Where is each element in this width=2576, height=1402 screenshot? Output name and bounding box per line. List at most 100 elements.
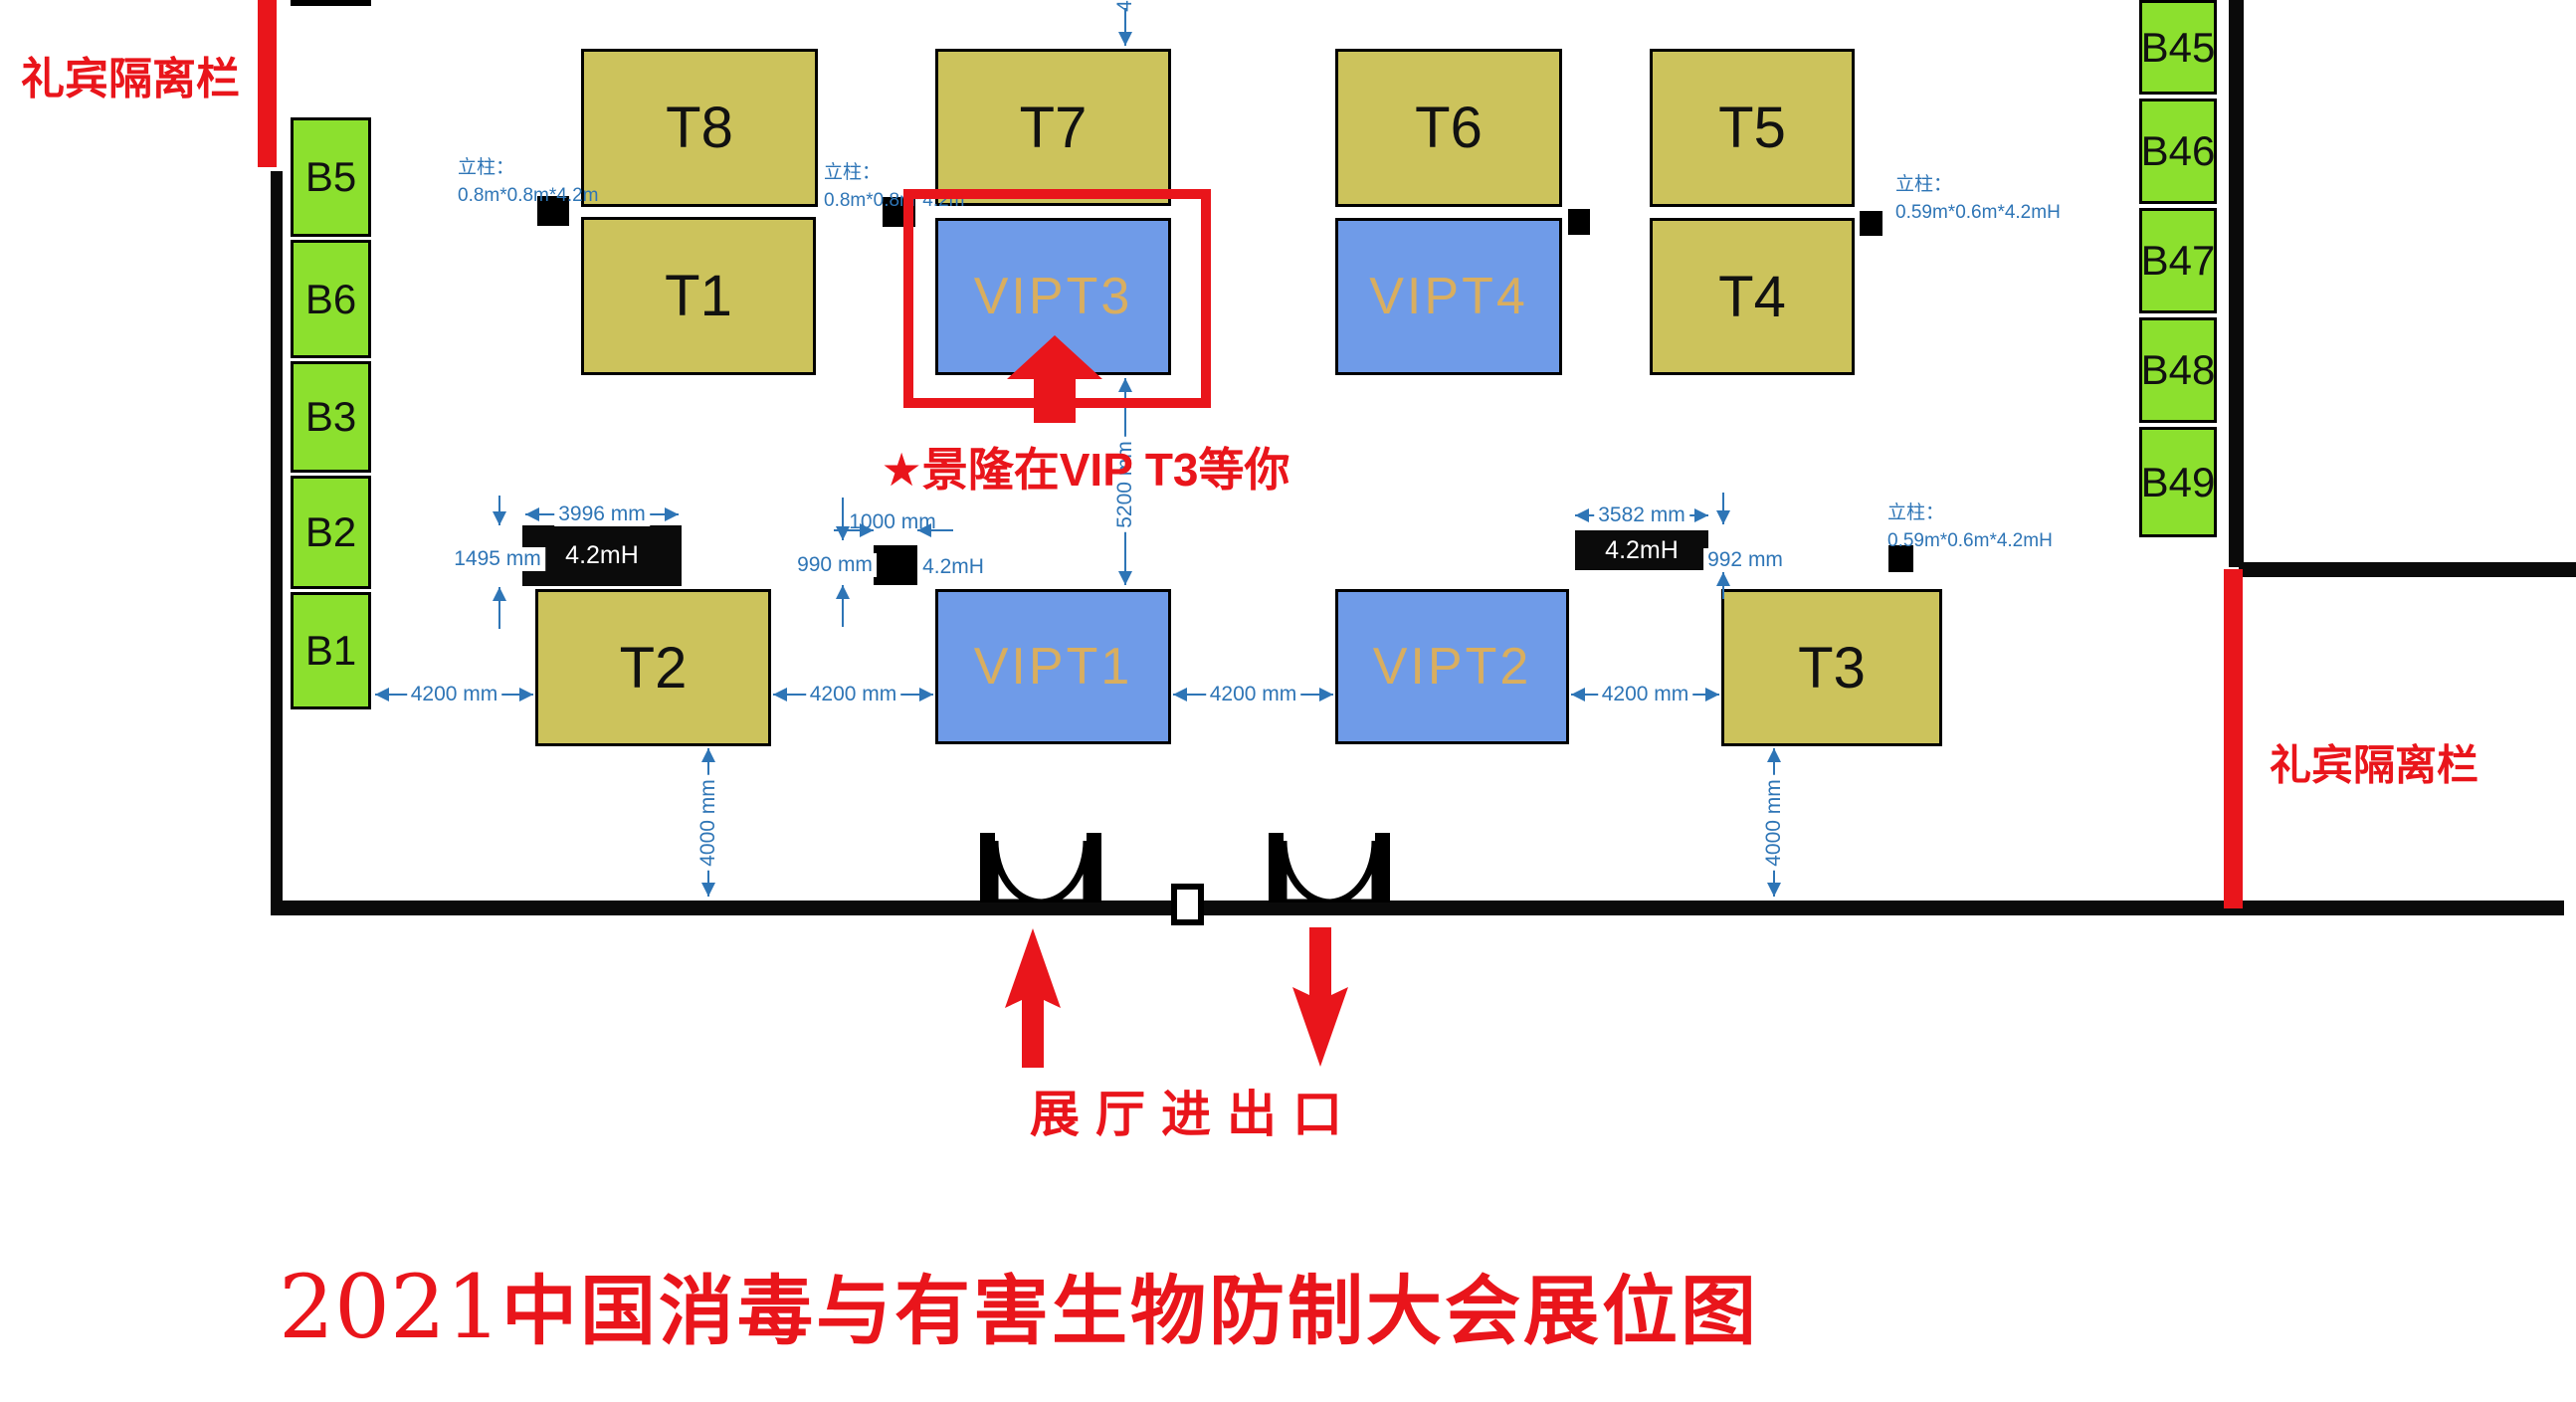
booth-label: B46 xyxy=(2140,127,2216,174)
dim-arrowhead xyxy=(1118,571,1132,585)
dim-line xyxy=(498,496,500,525)
booth-label: T2 xyxy=(619,635,688,701)
booth-label: T5 xyxy=(1718,96,1786,160)
booth-B49: B49 xyxy=(2139,427,2217,537)
booth-label: T4 xyxy=(1718,264,1786,329)
entrance-arrow-down-icon xyxy=(1292,927,1348,1067)
dim-label: 3996 mm xyxy=(554,502,650,526)
booth-T4: T4 xyxy=(1650,218,1855,375)
wall-bottom xyxy=(271,901,2564,915)
dim-arrowhead xyxy=(919,688,933,701)
booth-T8: T8 xyxy=(581,49,818,207)
booth-T1: T1 xyxy=(581,217,816,375)
booth-VIPT2: VIPT2 xyxy=(1335,589,1569,744)
dim-line xyxy=(1124,8,1126,46)
dim-arrowhead xyxy=(1694,508,1708,522)
dim-label: 4000 mm xyxy=(1762,775,1786,871)
dim-line xyxy=(917,529,953,531)
dim-line xyxy=(1722,493,1724,524)
booth-label: T3 xyxy=(1798,635,1866,701)
booth-label: T8 xyxy=(666,96,733,160)
booth-label: B49 xyxy=(2140,458,2216,505)
dim-arrowhead xyxy=(1173,688,1187,701)
dim-label: 4200 mm xyxy=(805,683,901,706)
dim-arrowhead xyxy=(1118,32,1132,46)
dim-arrowhead xyxy=(1319,688,1333,701)
dim-label: 4200 mm xyxy=(406,683,502,706)
barrier-label-right: 礼宾隔离栏 xyxy=(2269,741,2479,789)
dim-label: 4200 mm xyxy=(1597,683,1693,706)
promo-label: ★景隆在VIP T3等你 xyxy=(881,444,1290,496)
booth-label: VIPT3 xyxy=(973,268,1133,325)
booth-T3: T3 xyxy=(1721,589,1942,746)
pillar xyxy=(874,545,917,585)
dim-arrowhead xyxy=(493,587,506,601)
dim-arrowhead xyxy=(1705,688,1719,701)
booth-label: B45 xyxy=(2140,23,2216,71)
vipt3-pointer-arrow-icon xyxy=(1007,335,1102,423)
booth-label: B5 xyxy=(304,153,357,200)
dim-label: 4000 mm xyxy=(696,775,720,871)
entrance-arrow-up-icon xyxy=(1005,928,1061,1068)
title-main: 中国消毒与有害生物防制大会展位图 xyxy=(500,1270,1759,1354)
booth-label: VIPT1 xyxy=(973,638,1133,696)
booth-B45: B45 xyxy=(2139,0,2217,95)
booth-T5: T5 xyxy=(1650,49,1855,207)
booth-B47: B47 xyxy=(2139,208,2217,313)
pillar xyxy=(1860,211,1882,236)
door-right-icon xyxy=(1269,833,1390,902)
dim-arrowhead xyxy=(493,511,506,525)
dim-label: 1495 mm xyxy=(450,547,545,571)
door-center-post xyxy=(1171,884,1204,925)
pillar-note: 立柱： 0.59m*0.6m*4.2mH xyxy=(1887,502,2053,551)
dim-arrowhead xyxy=(665,507,679,521)
booth-label: B3 xyxy=(304,393,357,440)
booth-B6: B6 xyxy=(291,240,371,358)
booth-B5: B5 xyxy=(291,117,371,237)
wall-right-horizontal xyxy=(2239,562,2576,577)
dim-arrowhead xyxy=(917,523,931,537)
dim-arrowhead xyxy=(1716,510,1730,524)
pillar-note: 立柱： 0.8m*0.8m*4.2m xyxy=(458,157,599,206)
dim-label: 3582 mm xyxy=(1594,503,1689,527)
dim-arrowhead xyxy=(519,688,533,701)
booth-label: VIPT2 xyxy=(1372,638,1532,696)
barrier-bar-left xyxy=(258,0,277,167)
dim-arrowhead xyxy=(773,688,787,701)
booth-VIPT4: VIPT4 xyxy=(1335,218,1562,375)
dim-label: 4200 mm xyxy=(1205,683,1301,706)
booth-B3: B3 xyxy=(291,361,371,473)
dim-label: 992 mm xyxy=(1703,548,1787,572)
booth-label: B1 xyxy=(304,627,357,674)
booth-label: B48 xyxy=(2140,346,2216,393)
dim-arrowhead xyxy=(1571,688,1585,701)
dim-arrowhead xyxy=(1767,748,1781,762)
wall-right-vertical xyxy=(2229,0,2244,567)
dim-arrowhead xyxy=(836,585,850,599)
booth-B1: B1 xyxy=(291,592,371,709)
dim-label: 4.2mH xyxy=(918,555,988,579)
booth-label: T7 xyxy=(1019,95,1088,160)
wall-left xyxy=(271,171,283,915)
pillar xyxy=(1568,209,1590,235)
booth-B48: B48 xyxy=(2139,317,2217,423)
dim-arrowhead xyxy=(701,748,715,762)
booth-partial xyxy=(291,0,371,6)
booth-T6: T6 xyxy=(1335,49,1562,207)
dim-arrowhead xyxy=(1767,883,1781,897)
dim-arrowhead xyxy=(860,523,874,537)
pillar-note: 立柱： 0.59m*0.6m*4.2mH xyxy=(1895,174,2061,223)
pillar xyxy=(537,196,569,226)
booth-B46: B46 xyxy=(2139,99,2217,204)
dim-arrowhead xyxy=(525,507,539,521)
booth-T7: T7 xyxy=(935,49,1171,206)
dim-line xyxy=(498,587,500,629)
title-year: 2021 xyxy=(279,1256,501,1358)
door-left-icon xyxy=(980,833,1101,902)
booth-label: B6 xyxy=(304,275,357,322)
dim-arrowhead xyxy=(701,883,715,897)
barrier-label-left: 礼宾隔离栏 xyxy=(21,55,240,103)
booth-VIPT1: VIPT1 xyxy=(935,589,1171,744)
dim-line xyxy=(842,585,844,627)
